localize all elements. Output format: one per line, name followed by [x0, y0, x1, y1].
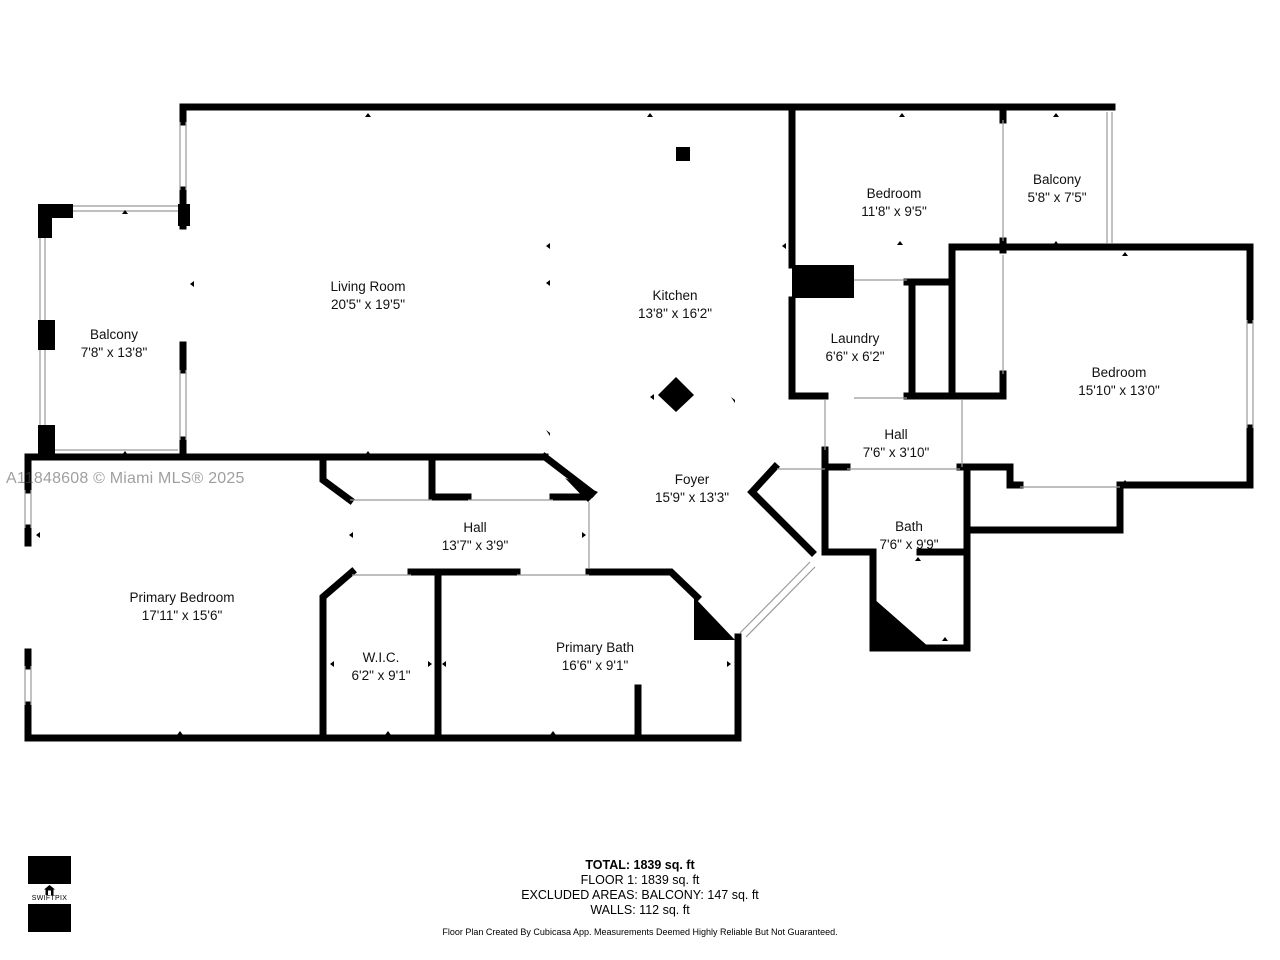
room-name-primary-bath: Primary Bath — [556, 640, 634, 655]
room-name-laundry: Laundry — [831, 331, 880, 346]
room-dims-balcony-right: 5'8" x 7'5" — [1027, 190, 1086, 205]
room-name-hall-left: Hall — [463, 520, 486, 535]
wall-fills — [38, 147, 930, 648]
room-dims-bedroom-right: 15'10" x 13'0" — [1078, 383, 1160, 398]
room-dims-foyer: 15'9" x 13'3" — [655, 490, 729, 505]
room-name-bedroom-top: Bedroom — [867, 186, 922, 201]
room-dims-wic: 6'2" x 9'1" — [351, 668, 410, 683]
room-dims-bath: 7'6" x 9'9" — [879, 537, 938, 552]
room-dims-laundry: 6'6" x 6'2" — [825, 349, 884, 364]
windows — [24, 112, 1254, 705]
room-name-balcony-right: Balcony — [1033, 172, 1081, 187]
room-name-primary-bedroom: Primary Bedroom — [129, 590, 234, 605]
summary-excluded: EXCLUDED AREAS: BALCONY: 147 sq. ft — [521, 888, 759, 902]
room-dims-primary-bath: 16'6" x 9'1" — [562, 658, 629, 673]
room-name-bath: Bath — [895, 519, 923, 534]
disclaimer: Floor Plan Created By Cubicasa App. Meas… — [442, 927, 838, 937]
room-dims-bedroom-top: 11'8" x 9'5" — [861, 204, 927, 219]
house-icon — [44, 885, 55, 895]
room-name-wic: W.I.C. — [363, 650, 400, 665]
room-name-living-room: Living Room — [330, 279, 405, 294]
room-name-kitchen: Kitchen — [652, 288, 697, 303]
dimension-ticks — [36, 113, 1128, 735]
room-dims-balcony-left: 7'8" x 13'8" — [81, 345, 148, 360]
room-name-balcony-left: Balcony — [90, 327, 138, 342]
room-dims-hall-right: 7'6" x 3'10" — [863, 445, 930, 460]
room-dims-hall-left: 13'7" x 3'9" — [442, 538, 509, 553]
logo-brand-text: SWIFTPIX — [31, 895, 68, 902]
kitchen-island — [658, 377, 694, 412]
summary-floor: FLOOR 1: 1839 sq. ft — [580, 873, 700, 887]
watermark: A11848608 © Miami MLS® 2025 — [6, 470, 245, 487]
room-dims-living-room: 20'5" x 19'5" — [331, 297, 405, 312]
summary-total: TOTAL: 1839 sq. ft — [585, 858, 695, 872]
summary-walls: WALLS: 112 sq. ft — [590, 903, 690, 917]
room-name-foyer: Foyer — [675, 472, 710, 487]
room-dims-kitchen: 13'8" x 16'2" — [638, 306, 712, 321]
room-dims-primary-bedroom: 17'11" x 15'6" — [142, 608, 223, 623]
walls — [24, 103, 1254, 742]
room-name-bedroom-right: Bedroom — [1092, 365, 1147, 380]
swiftpix-logo: SWIFTPIX — [28, 856, 71, 932]
room-labels: Balcony 7'8" x 13'8" Living Room 20'5" x… — [81, 172, 1160, 683]
area-summary: TOTAL: 1839 sq. ft FLOOR 1: 1839 sq. ft … — [440, 858, 840, 918]
room-name-hall-right: Hall — [884, 427, 907, 442]
column — [676, 147, 690, 161]
